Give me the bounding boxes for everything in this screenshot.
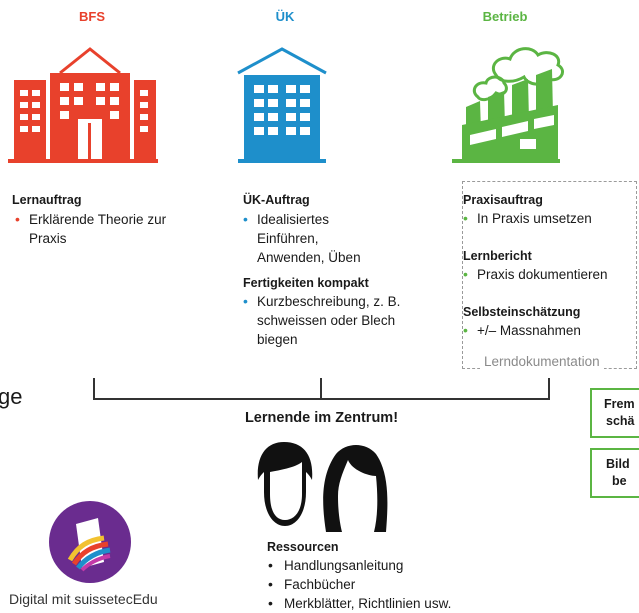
side-box-line: schä — [606, 414, 635, 428]
praxisauftrag-title: Praxisauftrag — [463, 193, 543, 207]
list-item: •Praxis dokumentieren — [463, 266, 608, 282]
bullet-icon: • — [268, 557, 273, 573]
lernbericht-title: Lernbericht — [463, 249, 532, 263]
list-item: •Handlungsanleitung — [268, 557, 404, 573]
side-box-line: Bild — [606, 457, 630, 471]
center-title: Lernende im Zentrum! — [244, 410, 399, 426]
bullet-icon: • — [243, 211, 248, 227]
suissetec-edu-logo-icon — [49, 501, 131, 583]
list-item: •Kurzbeschreibung, z. B. schweissen oder… — [243, 293, 401, 347]
betrieb-title: Betrieb — [482, 9, 528, 24]
ressourcen-list: •Handlungsanleitung •Fachbücher •Merkblä… — [268, 556, 508, 613]
uek-auftrag-title: ÜK-Auftrag — [243, 193, 310, 207]
fertigkeiten-title: Fertigkeiten kompakt — [243, 276, 369, 290]
lernauftrag-list: •Erklärende Theorie zur Praxis — [12, 210, 187, 248]
uek-title: ÜK — [275, 9, 295, 24]
selbsteinschaetzung-title: Selbsteinschätzung — [463, 305, 581, 319]
bfs-title: BFS — [79, 9, 105, 24]
list-item: •Idealisiertes Einführen, Anwenden, Üben — [243, 211, 361, 265]
lernauftrag-title: Lernauftrag — [12, 193, 82, 207]
selbsteinschaetzung-list: •+/– Massnahmen — [460, 321, 630, 340]
list-item: •Fachbücher — [268, 576, 356, 592]
training-center-icon — [237, 47, 327, 163]
praxisauftrag-list: •In Praxis umsetzen — [460, 209, 630, 228]
ressourcen-title: Ressourcen — [267, 540, 339, 554]
uek-auftrag-list: •Idealisiertes Einführen, Anwenden, Üben — [240, 210, 385, 267]
left-cutoff-text: ge — [0, 384, 23, 409]
factory-icon — [452, 47, 564, 163]
fertigkeiten-list: •Kurzbeschreibung, z. B. schweissen oder… — [240, 292, 405, 349]
bullet-icon: • — [15, 211, 20, 227]
side-box-1: Frem schä — [590, 388, 639, 438]
bullet-icon: • — [463, 322, 468, 338]
bullet-icon: • — [243, 293, 248, 309]
list-item: •+/– Massnahmen — [463, 322, 581, 338]
bracket-connector — [93, 378, 550, 400]
list-item: •Merkblätter, Richtlinien usw. — [268, 595, 452, 611]
learners-icon — [257, 442, 388, 532]
side-box-line: Frem — [604, 397, 635, 411]
lernbericht-list: •Praxis dokumentieren — [460, 265, 632, 284]
logo-caption: Digital mit suissetecEdu — [9, 591, 158, 607]
bullet-icon: • — [268, 576, 273, 592]
bullet-icon: • — [268, 595, 273, 611]
bullet-icon: • — [463, 210, 468, 226]
bullet-icon: • — [463, 266, 468, 282]
list-item: •Erklärende Theorie zur Praxis — [15, 211, 167, 246]
school-building-icon — [8, 47, 158, 163]
lerndokumentation-label: Lerndokumentation — [480, 354, 604, 369]
list-item: •In Praxis umsetzen — [463, 210, 592, 226]
side-box-2: Bild be — [590, 448, 639, 498]
side-box-line: be — [612, 474, 627, 488]
